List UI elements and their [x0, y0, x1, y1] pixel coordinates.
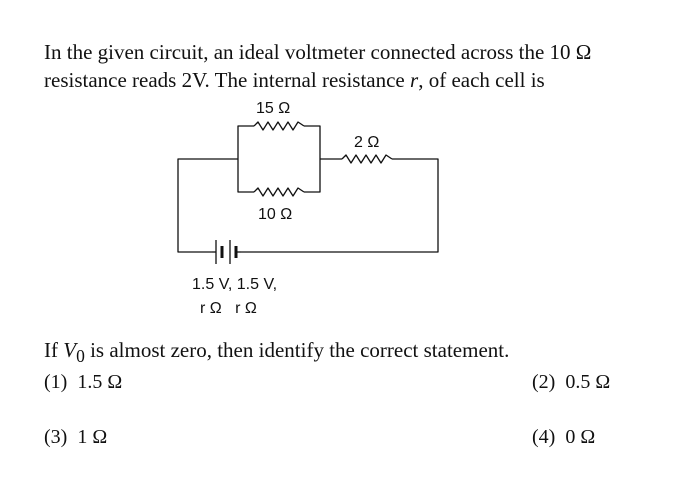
option-number: (2): [532, 371, 556, 393]
question-variable: r: [410, 68, 419, 92]
option-text: 0 Ω: [565, 426, 596, 448]
option-number: (1): [44, 371, 68, 393]
question-text: In the given circuit, an ideal voltmeter…: [44, 38, 644, 94]
followup-text: If V0 is almost zero, then identify the …: [44, 336, 509, 370]
resistor-2-ohm: [341, 154, 393, 164]
label-15-ohm: 15 Ω: [256, 100, 290, 117]
question-suffix: , of each cell is: [418, 68, 545, 92]
option-2[interactable]: (2) 0.5 Ω: [532, 369, 610, 395]
label-cell-values: 1.5 V, 1.5 V,: [192, 276, 277, 293]
parallel-right-connector: [304, 125, 321, 193]
parallel-left-connector: [237, 125, 254, 193]
option-4[interactable]: (4) 0 Ω: [532, 424, 595, 450]
followup-suffix: is almost zero, then identify the correc…: [84, 338, 510, 362]
resistor-10-ohm: [253, 187, 305, 197]
wire-right-bottom: [241, 158, 439, 253]
option-3[interactable]: (3) 1 Ω: [44, 424, 107, 450]
resistor-15-ohm: [253, 121, 305, 131]
followup-sub: 0: [76, 346, 85, 367]
battery-cells: [212, 240, 241, 264]
option-number: (4): [532, 426, 556, 448]
option-text: 1 Ω: [77, 426, 108, 448]
label-10-ohm: 10 Ω: [258, 206, 292, 223]
option-text: 0.5 Ω: [565, 371, 611, 393]
option-number: (3): [44, 426, 68, 448]
label-2-ohm: 2 Ω: [354, 134, 379, 151]
option-1[interactable]: (1) 1.5 Ω: [44, 369, 122, 395]
question-prefix: In the given circuit, an ideal voltmeter…: [44, 40, 592, 92]
followup-prefix: If: [44, 338, 64, 362]
label-cell-resistances: r Ω r Ω: [200, 300, 257, 317]
wire-left: [177, 158, 238, 253]
followup-var: V: [63, 338, 77, 362]
option-text: 1.5 Ω: [77, 371, 123, 393]
